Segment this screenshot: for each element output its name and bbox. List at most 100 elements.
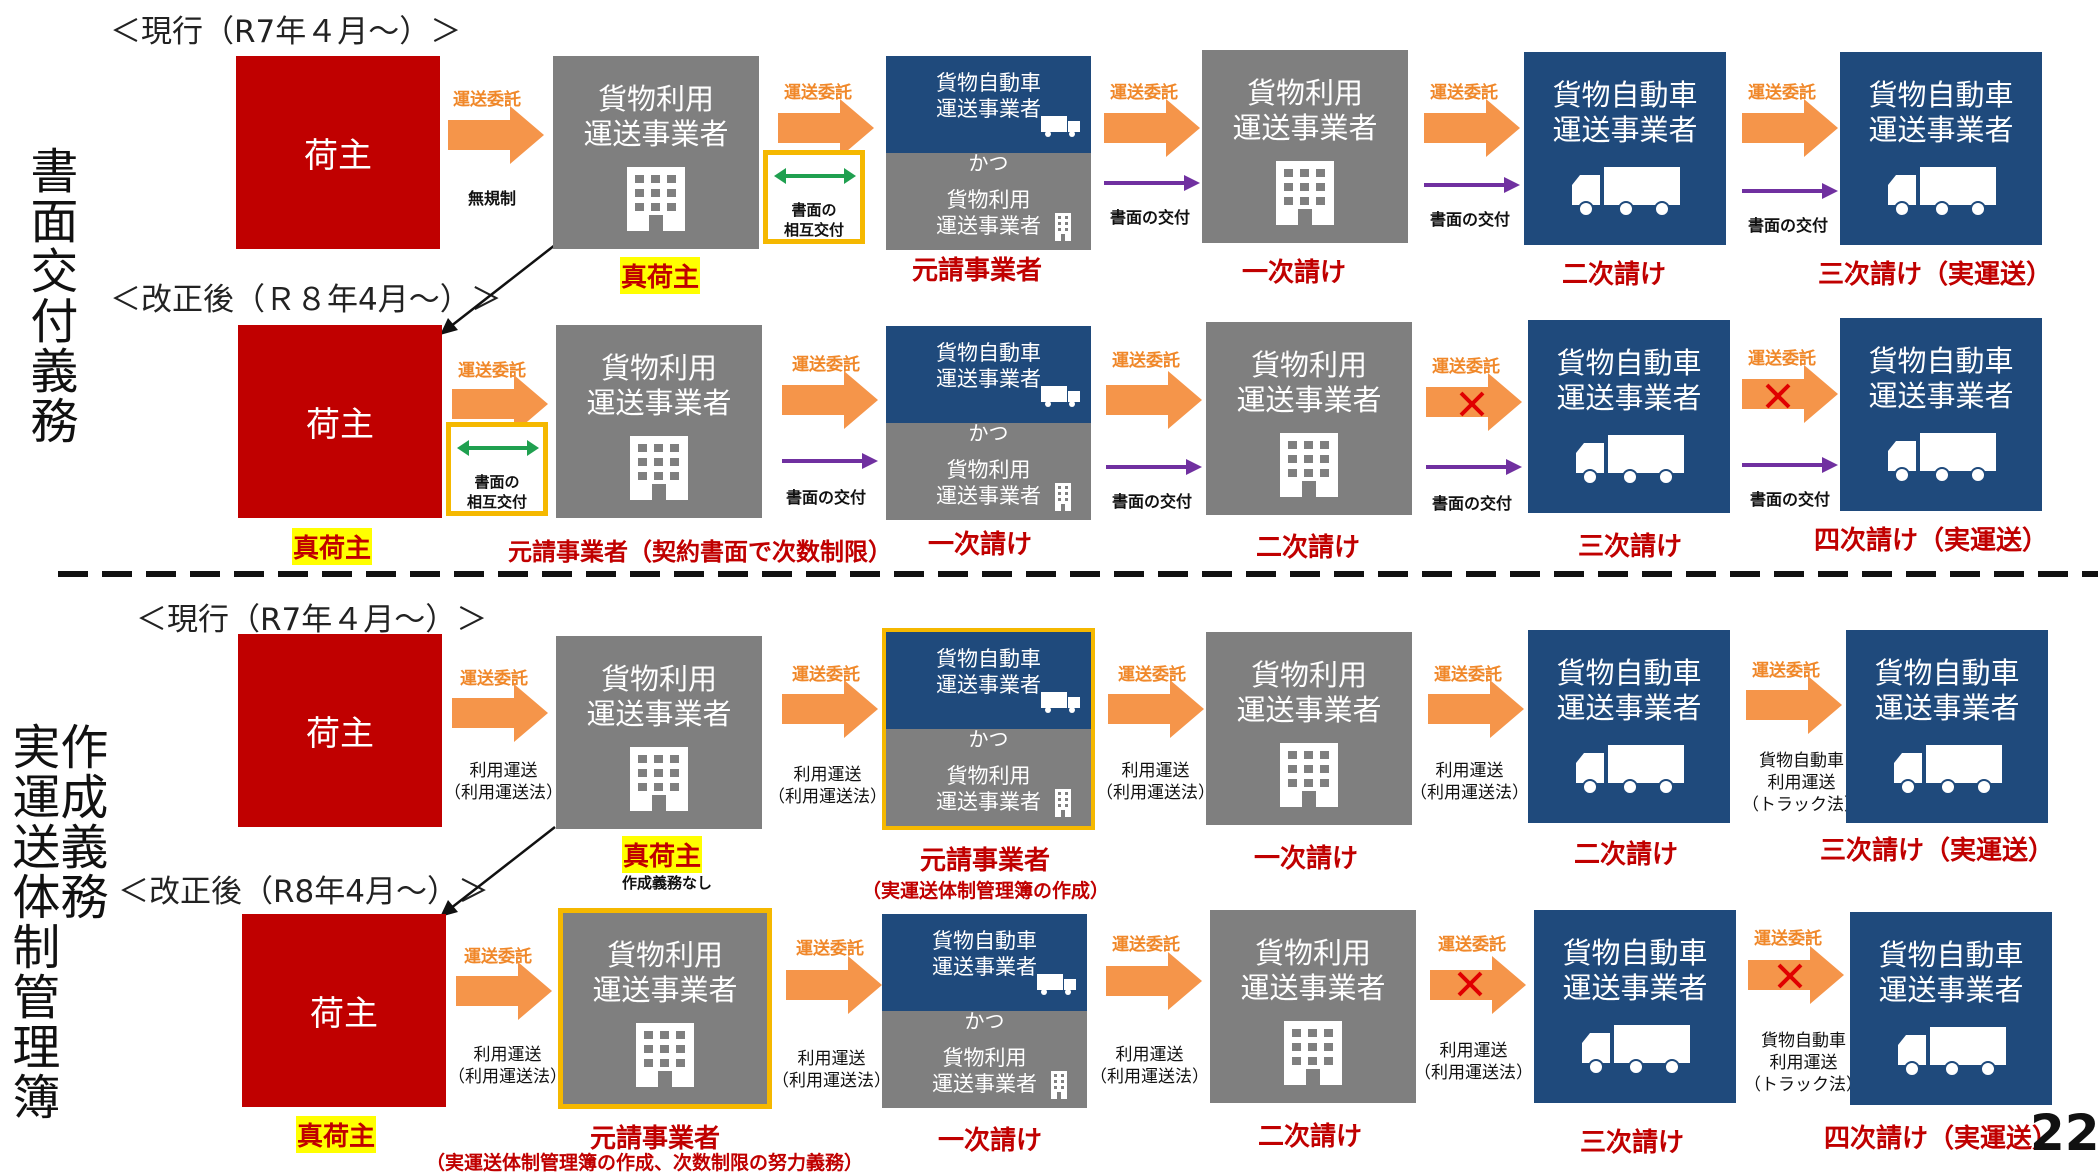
consign-label: 運送委託 <box>1434 665 1502 685</box>
second-subcontractor-label: 二次請け <box>1562 260 1667 290</box>
jidousha-label: 貨物自動車 運送事業者 <box>1556 346 1702 416</box>
mutual-delivery-box: 書面の 相互交付 <box>763 150 865 244</box>
riyou-box: 貨物利用 運送事業者 <box>1210 910 1416 1103</box>
jidousha-label: 貨物自動車 運送事業者 <box>936 647 1041 698</box>
mutual-delivery-label: 書面の 相互交付 <box>466 473 527 511</box>
building-icon <box>636 1022 694 1087</box>
jidousha-box: 貨物自動車 運送事業者 <box>1840 318 2042 511</box>
consign-arrow <box>1424 99 1520 157</box>
consign-arrow <box>1106 371 1202 429</box>
building-icon <box>1055 483 1071 511</box>
shipper-label: 荷主 <box>306 405 374 445</box>
document-arrow <box>782 453 878 469</box>
truck-icon <box>1888 166 1996 217</box>
truck-icon <box>1041 386 1080 407</box>
consign-arrow <box>1104 99 1200 157</box>
page-number: 22 <box>2030 1104 2100 1162</box>
jidousha-label: 貨物自動車 運送事業者 <box>1552 78 1698 148</box>
shipper-link-arrow-2 <box>440 826 556 917</box>
consign-arrow <box>456 962 552 1020</box>
prohibited-x-icon <box>1459 391 1485 417</box>
consign-label: 運送委託 <box>792 665 860 685</box>
jidousha-label: 貨物自動車 運送事業者 <box>932 929 1037 980</box>
consign-arrow <box>448 106 544 164</box>
prime-contractor-duty-label: （実運送体制管理簿の作成、次数制限の努力義務） <box>426 1152 864 1174</box>
building-icon <box>1284 1020 1342 1085</box>
consign-label: 運送委託 <box>1430 83 1498 103</box>
first-subcontractor-label: 一次請け <box>928 530 1033 560</box>
consign-label: 運送委託 <box>460 669 528 689</box>
period-revised-1: ＜改正後（Ｒ８年4月～）＞ <box>110 282 502 318</box>
consign-arrow <box>1746 676 1842 734</box>
consign-arrow <box>1742 365 1838 423</box>
consign-label: 運送委託 <box>1748 83 1816 103</box>
jidousha-label: 貨物自動車 運送事業者 <box>1556 656 1702 726</box>
third-subcontractor-actual-label: 三次請け（実運送） <box>1820 836 2055 866</box>
third-subcontractor-actual-label: 三次請け（実運送） <box>1818 260 2053 290</box>
law-riyou-label: 利用運送 （利用運送法） <box>768 765 887 808</box>
and-label: かつ <box>964 1009 1005 1033</box>
truck-icon <box>1041 692 1080 713</box>
document-arrow <box>1742 457 1838 473</box>
consign-label: 運送委託 <box>464 947 532 967</box>
truck-icon <box>1576 434 1684 485</box>
document-delivery-label: 書面の交付 <box>1432 494 1513 513</box>
jidousha-label: 貨物自動車 運送事業者 <box>1868 78 2014 148</box>
riyou-label: 貨物利用 運送事業者 <box>586 662 732 732</box>
building-icon <box>627 166 685 231</box>
second-subcontractor-label: 二次請け <box>1256 533 1361 563</box>
consign-arrow <box>452 684 548 742</box>
jidousha-label: 貨物自動車 運送事業者 <box>1562 936 1708 1006</box>
riyou-box-highlighted: 貨物利用 運送事業者 <box>558 908 772 1109</box>
shipper-link-arrow-1 <box>440 244 556 335</box>
riyou-label: 貨物利用 運送事業者 <box>936 764 1041 815</box>
consign-arrow <box>782 680 878 738</box>
period-current-1: ＜現行（R7年４月～）＞ <box>110 14 462 50</box>
law-riyou-label: 利用運送 （利用運送法） <box>1090 1045 1209 1088</box>
riyou-label: 貨物利用 運送事業者 <box>1240 936 1386 1006</box>
period-current-2: ＜現行（R7年４月～）＞ <box>136 602 488 638</box>
jidousha-box: 貨物自動車 運送事業者 <box>1524 52 1726 245</box>
second-subcontractor-label: 二次請け <box>1574 840 1679 870</box>
shipper-box: 荷主 <box>238 325 442 518</box>
riyou-box: 貨物利用 運送事業者 <box>1202 50 1408 243</box>
no-regulation-label: 無規制 <box>468 189 517 208</box>
and-label: かつ <box>968 727 1009 751</box>
no-creation-duty-label: 作成義務なし <box>622 874 713 892</box>
riyou-box: 貨物利用 運送事業者 <box>1206 322 1412 515</box>
consign-label: 運送委託 <box>1432 357 1500 377</box>
shipper-label: 荷主 <box>304 136 372 176</box>
consign-label: 運送委託 <box>1438 935 1506 955</box>
combo-box: 貨物自動車 運送事業者 かつ貨物利用 運送事業者 <box>882 914 1087 1108</box>
document-delivery-label: 書面の交付 <box>786 488 867 507</box>
consign-arrow <box>1428 680 1524 738</box>
jidousha-label: 貨物自動車 運送事業者 <box>936 71 1041 122</box>
jidousha-box: 貨物自動車 運送事業者 <box>1850 912 2052 1105</box>
first-subcontractor-label: 一次請け <box>938 1126 1043 1156</box>
riyou-label: 貨物利用 運送事業者 <box>1232 76 1378 146</box>
law-riyou-label: 利用運送 （利用運送法） <box>1410 761 1529 804</box>
truck-icon <box>1898 1026 2006 1077</box>
document-delivery-label: 書面の交付 <box>1748 216 1829 235</box>
consign-arrow <box>1108 680 1204 738</box>
riyou-box: 貨物利用 運送事業者 <box>553 56 759 249</box>
truck-icon <box>1041 116 1080 137</box>
document-arrow <box>1424 177 1520 193</box>
document-delivery-label: 書面の交付 <box>1112 492 1193 511</box>
true-shipper-label: 真荷主 <box>296 1116 377 1153</box>
law-riyou-label: 利用運送 （利用運送法） <box>448 1045 567 1088</box>
riyou-label: 貨物利用 運送事業者 <box>932 1046 1037 1097</box>
law-riyou-label: 利用運送 （利用運送法） <box>1414 1041 1533 1084</box>
prohibited-x-icon <box>1777 963 1803 989</box>
truck-icon <box>1576 744 1684 795</box>
double-arrow-icon <box>774 168 856 184</box>
jidousha-label: 貨物自動車 運送事業者 <box>936 341 1041 392</box>
consign-label: 運送委託 <box>796 939 864 959</box>
jidousha-box: 貨物自動車 運送事業者 <box>1846 630 2048 823</box>
building-icon <box>1276 160 1334 225</box>
document-delivery-label: 書面の交付 <box>1430 210 1511 229</box>
true-shipper-label: 真荷主 <box>622 836 703 873</box>
consign-arrow <box>786 956 882 1014</box>
document-arrow <box>1742 183 1838 199</box>
building-icon <box>1055 213 1071 241</box>
